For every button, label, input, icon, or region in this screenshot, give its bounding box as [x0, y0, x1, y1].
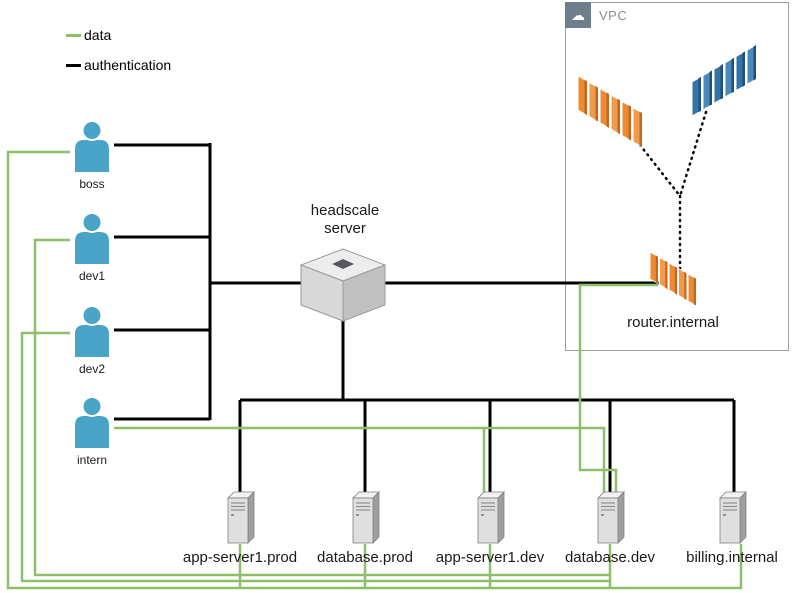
server-node-database-prod: database.prod	[317, 490, 413, 566]
edge-vpc-orange-to-router	[638, 143, 682, 198]
person-icon	[75, 396, 109, 448]
server-icon	[719, 491, 747, 544]
edge-boss-data	[6, 150, 743, 590]
instances-stack-orange-icon	[577, 75, 643, 148]
edge-router-data	[578, 283, 658, 496]
legend-label-authentication: authentication	[84, 57, 172, 73]
vpc-box: ☁ VPC	[565, 2, 789, 351]
user-label-dev2: dev2	[78, 362, 106, 376]
authentication-line-swatch	[66, 63, 81, 67]
person-icon	[75, 212, 109, 264]
server-icon	[227, 491, 255, 544]
instances-stack-blue-icon	[691, 44, 757, 117]
person-icon	[75, 120, 109, 172]
server-node-app-server1-dev: app-server1.dev	[436, 490, 544, 566]
edge-vpc-blue-to-router	[678, 110, 708, 198]
user-node-intern: intern	[70, 396, 114, 467]
user-node-boss: boss	[70, 120, 114, 191]
router-internal-icon	[649, 251, 697, 307]
server-label-app-server1-dev: app-server1.dev	[435, 549, 545, 566]
vpc-label: VPC	[599, 8, 628, 23]
server-icon	[477, 491, 505, 544]
edge-intern-data	[114, 426, 606, 496]
legend-item-data: data	[66, 20, 171, 50]
cloud-icon: ☁	[571, 6, 585, 23]
headscale-server-icon	[300, 248, 386, 322]
server-node-billing-internal: billing.internal	[686, 490, 778, 566]
server-label-billing-internal: billing.internal	[686, 549, 778, 566]
legend-item-authentication: authentication	[66, 50, 171, 80]
legend: data authentication	[66, 20, 171, 80]
person-icon	[75, 305, 109, 357]
headscale-label: headscale server	[310, 202, 380, 237]
user-node-dev2: dev2	[70, 305, 114, 376]
data-line-swatch	[66, 33, 81, 37]
legend-label-data: data	[84, 27, 112, 43]
user-label-dev1: dev1	[78, 269, 106, 283]
server-node-app-server1-prod: app-server1.prod	[183, 490, 297, 566]
server-node-database-dev: database.dev	[565, 490, 655, 566]
server-label-database-dev: database.dev	[564, 549, 656, 566]
router-label: router.internal	[627, 314, 719, 331]
server-label-app-server1-prod: app-server1.prod	[182, 549, 298, 566]
user-label-intern: intern	[76, 453, 108, 467]
server-icon	[597, 491, 625, 544]
user-label-boss: boss	[79, 177, 105, 191]
server-icon	[352, 491, 380, 544]
server-label-database-prod: database.prod	[317, 549, 413, 566]
vpc-header: ☁	[565, 2, 591, 28]
user-node-dev1: dev1	[70, 212, 114, 283]
edge-dev1-data	[33, 238, 610, 577]
edge-dev2-data	[20, 331, 610, 583]
